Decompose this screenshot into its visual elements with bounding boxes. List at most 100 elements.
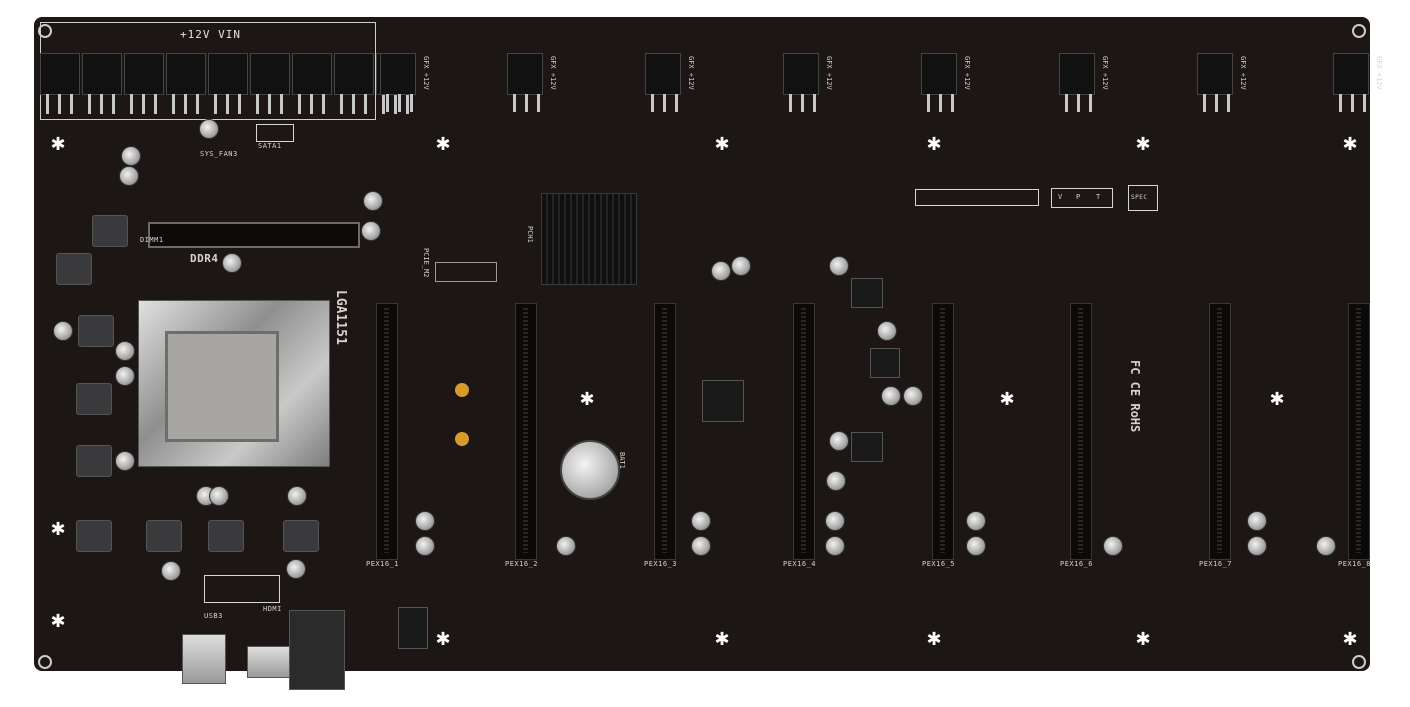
ddr4-label: DDR4: [190, 252, 219, 265]
power-connector: [292, 53, 332, 95]
gfx-12v-label: GFX +12V: [687, 56, 695, 90]
spec-box: [1128, 185, 1158, 211]
gfx-12v-pins: [380, 94, 414, 112]
vrm-chip-1: [851, 278, 883, 308]
vrm-chip-2: [851, 432, 883, 462]
usb-label: USB3: [204, 612, 223, 620]
sata-port: [256, 124, 294, 142]
sata-label: SATA1: [258, 142, 282, 150]
power-connector: [250, 53, 290, 95]
ethernet-port: [289, 610, 345, 690]
gfx-12v-pins: [507, 94, 541, 112]
vrm-chip-3: [870, 348, 900, 378]
power-connector: [82, 53, 122, 95]
pch-heatsink: [541, 193, 637, 285]
mounting-mark-icon: ✱: [50, 519, 66, 540]
gfx-12v-pins: [1333, 94, 1367, 112]
power-connector: [166, 53, 206, 95]
gfx-12v-label: GFX +12V: [1239, 56, 1247, 90]
pcie-x16-slot: [793, 303, 815, 560]
power-choke: [76, 383, 112, 415]
power-connector-pins: [124, 94, 162, 114]
mounting-mark-icon: ✱: [926, 629, 942, 650]
battery-label: BAT1: [618, 452, 626, 469]
capacitor: [415, 511, 435, 531]
capacitor: [287, 486, 307, 506]
pcie-slot-label: PEX16_7: [1199, 560, 1233, 568]
power-choke: [76, 445, 112, 477]
capacitor: [966, 511, 986, 531]
capacitor: [1103, 536, 1123, 556]
pcie-slot-label: PEX16_2: [505, 560, 539, 568]
ddr4-slot: [148, 222, 360, 248]
power-header-label: +12V VIN: [180, 28, 241, 41]
mounting-mark-icon: ✱: [50, 611, 66, 632]
gfx-12v-pins: [645, 94, 679, 112]
capacitor: [826, 471, 846, 491]
m2-label: PCIE_M2: [422, 248, 430, 278]
capacitor: [829, 431, 849, 451]
small-chip: [398, 607, 428, 649]
power-connector: [208, 53, 248, 95]
power-connector: [334, 53, 374, 95]
vpt-p: P: [1076, 193, 1081, 201]
gfx-12v-connector: [380, 53, 416, 95]
capacitor: [115, 341, 135, 361]
gfx-12v-label: GFX +12V: [549, 56, 557, 90]
pcie-slot-label: PEX16_3: [644, 560, 678, 568]
led-2: [455, 432, 469, 446]
capacitor: [209, 486, 229, 506]
gfx-12v-label: GFX +12V: [1101, 56, 1109, 90]
gfx-12v-label: GFX +12V: [422, 56, 430, 90]
hdmi-port: [247, 646, 291, 678]
capacitor: [825, 536, 845, 556]
mounting-mark-icon: ✱: [999, 389, 1015, 410]
power-connector-pins: [82, 94, 120, 114]
capacitor: [711, 261, 731, 281]
vpt-box: [1051, 188, 1113, 208]
capacitor: [1247, 511, 1267, 531]
gfx-12v-connector: [1333, 53, 1369, 95]
pcie-x16-slot: [932, 303, 954, 560]
pch-label: PCH1: [526, 226, 534, 243]
capacitor: [1316, 536, 1336, 556]
capacitor: [222, 253, 242, 273]
power-choke: [146, 520, 182, 552]
cmos-battery: [560, 440, 620, 500]
cpu-socket-pins: [165, 331, 279, 442]
power-choke: [56, 253, 92, 285]
capacitor: [691, 536, 711, 556]
capacitor: [121, 146, 141, 166]
power-choke: [283, 520, 319, 552]
power-connector-pins: [334, 94, 372, 114]
capacitor: [877, 321, 897, 341]
gfx-12v-pins: [1059, 94, 1093, 112]
capacitor: [119, 166, 139, 186]
mounting-mark-icon: ✱: [714, 629, 730, 650]
gfx-12v-connector: [645, 53, 681, 95]
pcie-slot-label: PEX16_1: [366, 560, 400, 568]
mounting-hole-icon: [38, 655, 52, 669]
mounting-mark-icon: ✱: [1269, 389, 1285, 410]
gfx-12v-connector: [507, 53, 543, 95]
mounting-hole-icon: [1352, 24, 1366, 38]
gfx-12v-label: GFX +12V: [1375, 56, 1383, 90]
capacitor: [161, 561, 181, 581]
capacitor: [966, 536, 986, 556]
m2-slot: [435, 262, 497, 282]
mounting-mark-icon: ✱: [435, 134, 451, 155]
pcie-slot-label: PEX16_5: [922, 560, 956, 568]
power-connector-pins: [40, 94, 78, 114]
mounting-mark-icon: ✱: [1135, 629, 1151, 650]
mounting-mark-icon: ✱: [1342, 629, 1358, 650]
led-1: [455, 383, 469, 397]
mounting-hole-icon: [1352, 655, 1366, 669]
super-io-chip: [702, 380, 744, 422]
mounting-mark-icon: ✱: [435, 629, 451, 650]
capacitor: [53, 321, 73, 341]
capacitor: [415, 536, 435, 556]
mounting-mark-icon: ✱: [1342, 134, 1358, 155]
power-connector: [40, 53, 80, 95]
capacitor: [731, 256, 751, 276]
power-choke: [208, 520, 244, 552]
